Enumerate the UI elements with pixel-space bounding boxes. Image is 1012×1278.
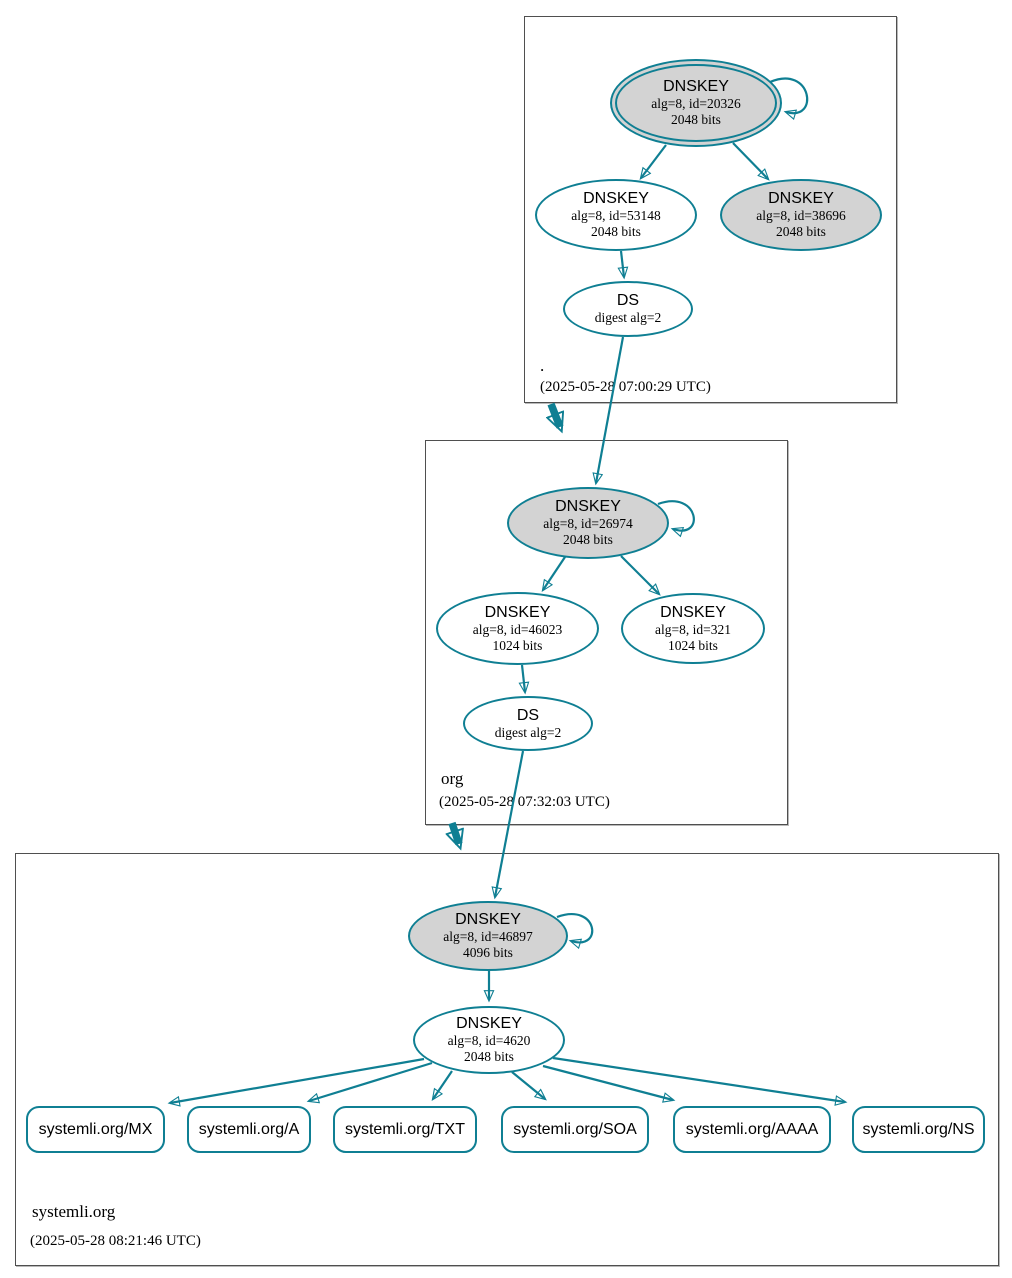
rrset-label: systemli.org/MX xyxy=(38,1120,153,1138)
ds-digest-alg: digest alg=2 xyxy=(494,724,562,740)
dnskey-title: DNSKEY xyxy=(456,1015,522,1032)
rrset-systemli-org-mx[interactable]: systemli.org/MX xyxy=(26,1106,165,1153)
ds-digest-alg: digest alg=2 xyxy=(594,310,662,325)
dnskey-node-systemli-ksk-46897[interactable]: DNSKEY alg=8, id=46897 4096 bits xyxy=(408,901,568,971)
dnskey-node-root-ksk-38696[interactable]: DNSKEY alg=8, id=38696 2048 bits xyxy=(720,179,882,251)
rrset-label: systemli.org/NS xyxy=(862,1120,975,1138)
dnskey-bits: 2048 bits xyxy=(563,532,613,547)
dnskey-alg-id: alg=8, id=20326 xyxy=(651,96,741,111)
rrset-systemli-org-ns[interactable]: systemli.org/NS xyxy=(852,1106,985,1153)
zone-name-org: org xyxy=(441,769,464,788)
dnskey-bits: 2048 bits xyxy=(776,224,826,239)
zone-timestamp-systemli-org: (2025-05-28 08:21:46 UTC) xyxy=(30,1233,201,1249)
zone-name-systemli-org: systemli.org xyxy=(32,1202,116,1221)
delegation-arrow-org-to-systemli xyxy=(452,821,459,844)
dnskey-node-org-ksk-26974[interactable]: DNSKEY alg=8, id=26974 2048 bits xyxy=(507,487,669,559)
zone-name-root: . xyxy=(540,356,545,375)
dnskey-bits: 4096 bits xyxy=(463,945,513,960)
dnskey-title: DNSKEY xyxy=(663,78,729,95)
dnskey-title: DNSKEY xyxy=(555,498,621,515)
dnskey-bits: 2048 bits xyxy=(671,112,721,127)
dnskey-node-root-zsk-53148[interactable]: DNSKEY alg=8, id=53148 2048 bits xyxy=(535,179,697,251)
rrset-systemli-org-a[interactable]: systemli.org/A xyxy=(187,1106,311,1153)
dnskey-alg-id: alg=8, id=46023 xyxy=(472,621,563,637)
rrset-label: systemli.org/AAAA xyxy=(685,1120,819,1138)
ds-node-root[interactable]: DS digest alg=2 xyxy=(563,281,693,337)
dnskey-bits: 1024 bits xyxy=(668,637,718,653)
dnskey-title: DNSKEY xyxy=(583,190,649,207)
rrset-systemli-org-txt[interactable]: systemli.org/TXT xyxy=(333,1106,477,1153)
zone-timestamp-root: (2025-05-28 07:00:29 UTC) xyxy=(540,379,711,395)
dnskey-alg-id: alg=8, id=46897 xyxy=(443,929,533,944)
dnskey-alg-id: alg=8, id=4620 xyxy=(447,1033,531,1048)
delegation-arrow-root-to-org xyxy=(551,402,560,427)
dnskey-bits: 1024 bits xyxy=(492,637,543,653)
ds-title: DS xyxy=(616,292,640,309)
dnskey-bits: 2048 bits xyxy=(591,224,641,239)
dnskey-alg-id: alg=8, id=321 xyxy=(655,621,731,637)
dnskey-node-systemli-zsk-4620[interactable]: DNSKEY alg=8, id=4620 2048 bits xyxy=(413,1006,565,1074)
rrset-label: systemli.org/TXT xyxy=(344,1120,465,1138)
dnskey-title: DNSKEY xyxy=(455,911,521,928)
ds-node-org[interactable]: DS digest alg=2 xyxy=(463,696,593,751)
dnskey-node-org-zsk-321[interactable]: DNSKEY alg=8, id=321 1024 bits xyxy=(621,593,765,664)
dnskey-alg-id: alg=8, id=38696 xyxy=(756,208,846,223)
rrset-label: systemli.org/A xyxy=(198,1120,300,1138)
zone-timestamp-org: (2025-05-28 07:32:03 UTC) xyxy=(439,794,610,810)
rrset-systemli-org-aaaa[interactable]: systemli.org/AAAA xyxy=(673,1106,831,1153)
ds-title: DS xyxy=(516,706,540,724)
rrset-systemli-org-soa[interactable]: systemli.org/SOA xyxy=(501,1106,649,1153)
dnskey-alg-id: alg=8, id=26974 xyxy=(543,516,633,531)
dnskey-node-root-ksk-20326[interactable]: DNSKEY alg=8, id=20326 2048 bits xyxy=(610,59,782,147)
dnskey-node-org-zsk-46023[interactable]: DNSKEY alg=8, id=46023 1024 bits xyxy=(436,592,599,665)
rrset-label: systemli.org/SOA xyxy=(513,1120,637,1138)
dnskey-title: DNSKEY xyxy=(484,603,551,621)
dnskey-title: DNSKEY xyxy=(768,190,834,207)
dnskey-alg-id: alg=8, id=53148 xyxy=(571,208,661,223)
dnskey-bits: 2048 bits xyxy=(464,1049,514,1064)
dnskey-title: DNSKEY xyxy=(660,603,726,621)
